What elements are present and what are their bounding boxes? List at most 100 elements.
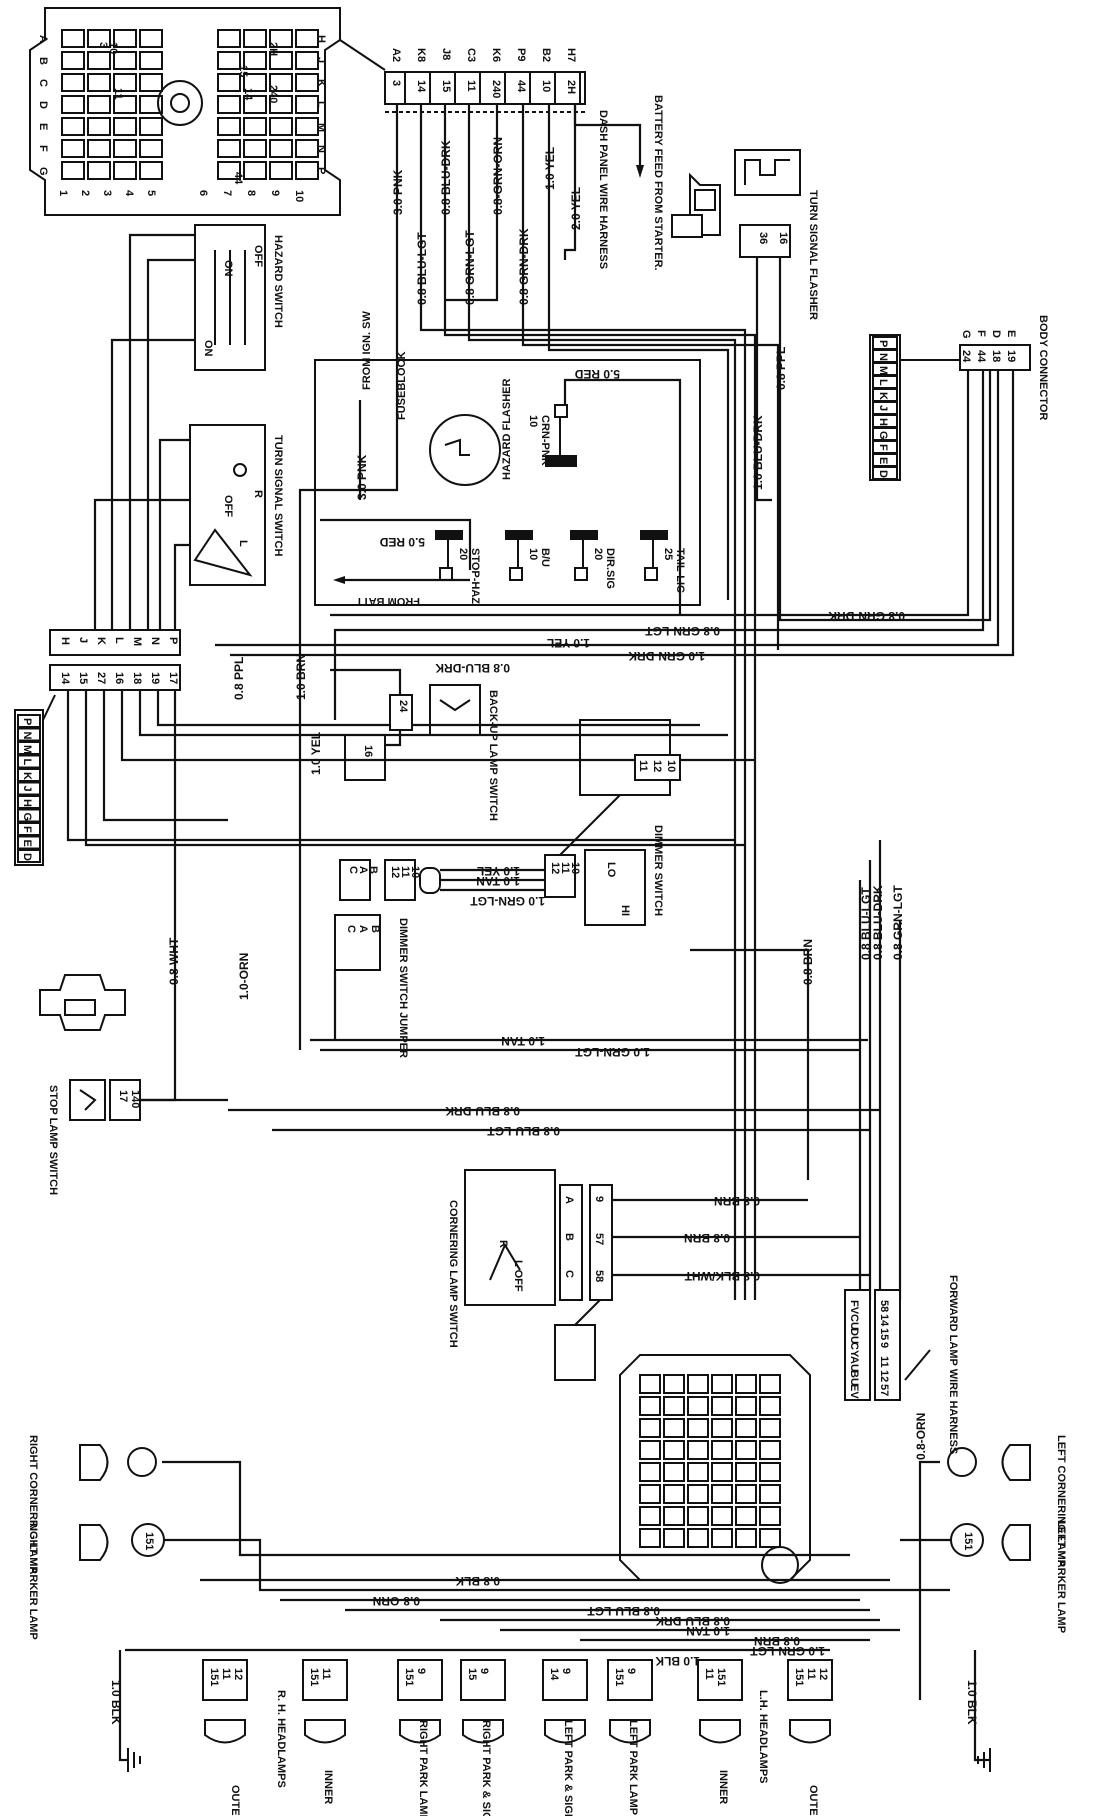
fuse-col-number: 1 (57, 190, 69, 196)
wire-tan-1: 1.0 TAN (501, 1034, 545, 1048)
fuse-cell (243, 51, 267, 70)
fuse-row-letter: M (315, 123, 327, 132)
lamp-pin: 11 (320, 1668, 332, 1680)
fuse-cell (139, 51, 163, 70)
lamp-pin: 151 (208, 1668, 220, 1686)
forward-connector-pin: 57 (878, 1384, 890, 1396)
lamp-pin: 151 (308, 1668, 320, 1686)
body-connector-cell-label: J (877, 405, 889, 411)
forward-connector-pin: 58 (878, 1300, 890, 1312)
connector-grid-cell (639, 1396, 661, 1416)
dimmer-switch-pin: 12 (549, 862, 561, 874)
svg-text:24: 24 (397, 700, 409, 713)
forward-connector-pin: 14 (878, 1314, 890, 1327)
fuse-row-letter: F (37, 145, 49, 152)
connector-grid-cell (639, 1484, 661, 1504)
wire-brn-1: 1.0 BRN (294, 654, 308, 700)
cornering-letter: A (563, 1196, 575, 1204)
body-connector-letter: G (960, 330, 972, 339)
body-connector-letter: F (975, 330, 987, 337)
wire-tan-b: 1.0 TAN (686, 1624, 730, 1638)
steering-strip-label: K (21, 772, 33, 780)
fuse-row-letter: P (315, 167, 327, 174)
lamp-bulb (609, 1719, 651, 1744)
lamp-connector (202, 1659, 248, 1701)
forward-connector-pin: 12 (878, 1370, 890, 1382)
svg-text:A: A (357, 925, 369, 933)
fuse-cell-label: 14 (242, 88, 254, 101)
lamp-pin: 11 (703, 1668, 715, 1680)
wire-pnk-ign: 3.0 PNK (355, 454, 369, 500)
svg-text:L: L (237, 540, 249, 547)
wire-blu-drk-h2: 0.8 BLU-DRK (445, 1104, 520, 1118)
wire-grn-lgt-v: 0.8 GRN-LGT (891, 885, 905, 960)
wire-grn-lgt-dim: 1.0 GRN-LGT (470, 894, 545, 908)
fuse-cell (113, 117, 137, 136)
fuse-cell (243, 161, 267, 180)
lamp-pin: 9 (478, 1668, 490, 1674)
wire-blk-wht: 0.8 BLK/WHT (684, 1269, 760, 1283)
fuse-cell-label: 240 (267, 85, 279, 103)
connector-grid-cell (735, 1374, 757, 1394)
wire-brn-9: 0.8 BRN (714, 1194, 760, 1208)
wire-blk-b: 1.0 BLK (655, 1654, 700, 1668)
wire-ppl: 0.8 PPL (774, 347, 788, 390)
fuse-col-number: 9 (269, 190, 281, 196)
body-connector-pin: 44 (975, 350, 987, 363)
wire-blu-drk-v: 0.8 BLU-DRK (871, 885, 885, 960)
lamp-pin: 151 (715, 1668, 727, 1686)
forward-connector-cavity: CU (848, 1314, 860, 1330)
inner-rh-label: INNER (322, 1770, 334, 1804)
connector-grid-cell (735, 1418, 757, 1438)
connector-grid-cell (735, 1528, 757, 1548)
top-wires: 3.0 PNK 0.8 BLU-LGT 0.8 BLU-DRK 0.8 GRN-… (298, 104, 780, 1300)
svg-text:ON: ON (202, 340, 214, 357)
right-park-signal-label: RIGHT PARK & SIGNAL (480, 1720, 492, 1816)
battery-feed-label: BATTERY FEED FROM STARTER. (652, 95, 664, 271)
fuse-col-number: 8 (245, 190, 257, 196)
fuse-cell (295, 117, 319, 136)
dimmer-cab-letter: A (357, 866, 369, 874)
fuse-cell (61, 29, 85, 48)
dimmer-jumper-label: DIMMER SWITCH JUMPER (397, 918, 409, 1058)
body-connector-cell-label: E (877, 457, 889, 464)
body-connector-label: BODY CONNECTOR (1037, 315, 1049, 420)
fuse-cell (113, 95, 137, 114)
wire-blu-drk-1: 1.0 BLU-DRK (751, 415, 765, 490)
steering-strip-cell (17, 849, 41, 863)
steering-strip-label: M (21, 745, 33, 754)
lamp-connector (787, 1659, 833, 1701)
fuse-amp: 20 (457, 548, 469, 560)
wire-grn-orn: 0.8-GRN-ORN (491, 137, 505, 215)
fuse-name: TAIL-LIC (674, 548, 686, 593)
connector-grid-cell (759, 1506, 781, 1526)
wire-grn-drk: 0.8 GRN-DRK (517, 228, 531, 305)
lamp-bulb (204, 1719, 246, 1744)
connector-grid-cell (663, 1528, 685, 1548)
steering-pin: 15 (77, 672, 89, 684)
connector-grid-cell (663, 1440, 685, 1460)
fuse-cell (243, 139, 267, 158)
fuse-cell (217, 161, 241, 180)
fuse-cell (295, 73, 319, 92)
fuse-cell (87, 73, 111, 92)
cornering-pin: 57 (593, 1233, 605, 1245)
lower-wires: 1.0 TAN 1.0 GRN-LGT 0.8 BLU-DRK 0.8 BLU-… (228, 840, 905, 1300)
body-connector-letter: E (1005, 330, 1017, 337)
connector-grid-cell (711, 1506, 733, 1526)
turn-signal-flasher-label: TURN SIGNAL FLASHER (807, 190, 819, 320)
svg-text:16: 16 (777, 232, 789, 244)
fuse-row-letter: N (315, 145, 327, 153)
steering-pin: 18 (131, 672, 143, 684)
steering-strip-label: N (21, 732, 33, 740)
steering-letter: L (113, 637, 125, 644)
wire-wht: 0.8 WHT (167, 937, 181, 985)
lamp-connector (302, 1659, 348, 1701)
fuse-cell (295, 161, 319, 180)
svg-text:140: 140 (129, 1090, 141, 1108)
bottom-lamp-labels: OUTER R. H. HEADLAMPS INNER RIGHT PARK L… (229, 1690, 819, 1816)
fuse-cell (139, 139, 163, 158)
fuse-cell (139, 161, 163, 180)
